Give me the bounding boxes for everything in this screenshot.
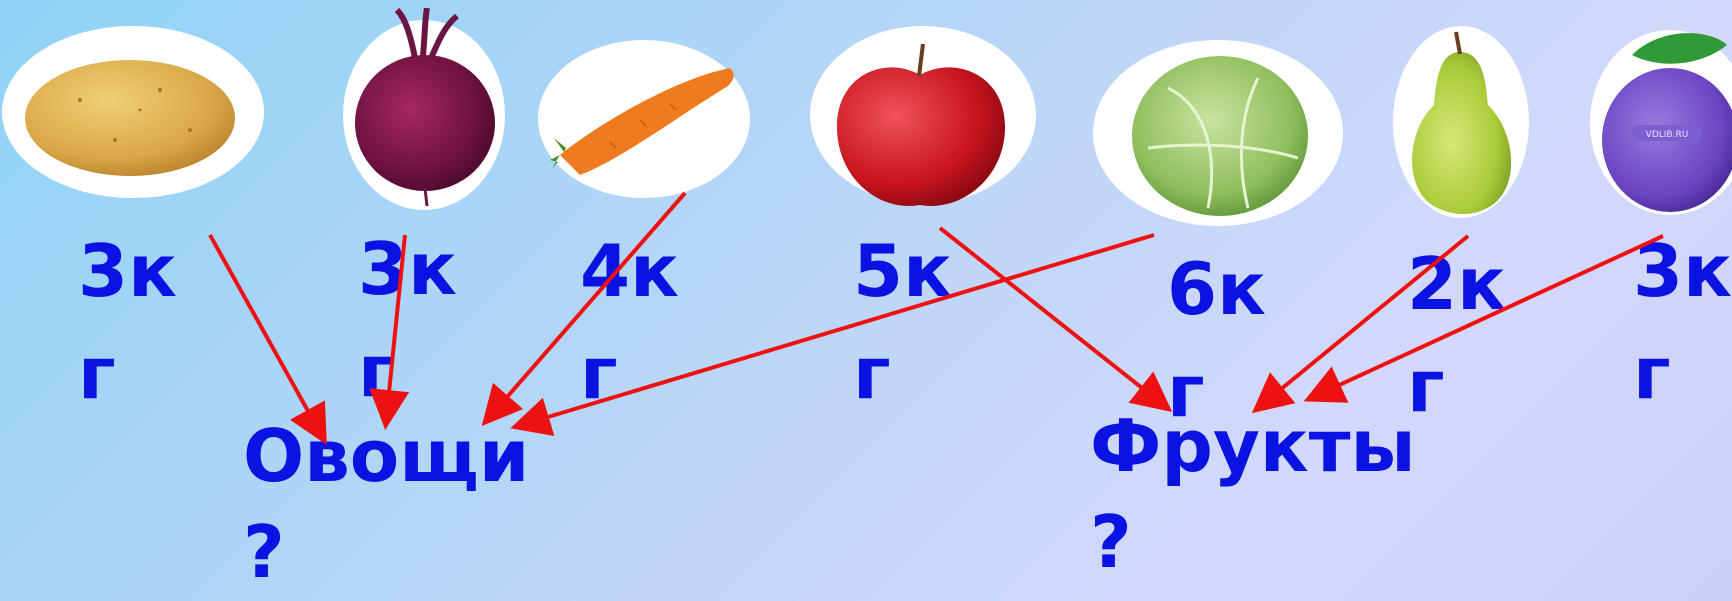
arrow-beet-to-vegetables: [369, 234, 410, 430]
arrow-potato-to-vegetables: [208, 234, 327, 445]
arrow-pear-to-fruits: [1251, 234, 1470, 414]
arrow-cabbage-to-vegetables: [510, 233, 1155, 436]
arrow-carrot-to-vegetables: [481, 191, 687, 427]
arrow-plum-to-fruits: [1303, 234, 1664, 403]
arrow-apple-to-fruits: [938, 226, 1173, 412]
fruits-label: Фрукты ?: [1090, 404, 1416, 584]
plum-watermark: VDLIB.RU: [1646, 130, 1689, 140]
